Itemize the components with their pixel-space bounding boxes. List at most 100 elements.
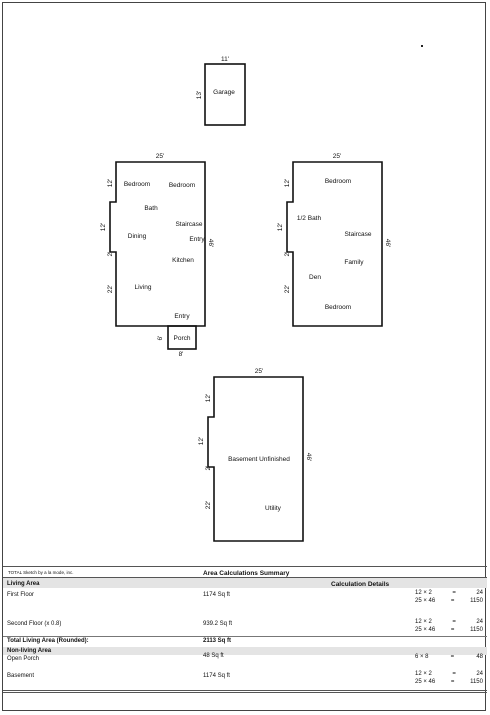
first-floor-left-dim-2: 12' <box>100 223 107 231</box>
row-area: 1174 Sq ft <box>203 673 230 679</box>
living-area-header-row: Living Area Calculation Details <box>3 578 487 588</box>
room-bath: Bath <box>144 205 158 212</box>
divider <box>3 636 487 637</box>
room-entry-2: Entry <box>174 313 190 320</box>
stray-mark <box>421 45 423 47</box>
calc-result: 1150 <box>470 627 483 633</box>
calc-expr: 6 × 8 <box>415 654 429 660</box>
second-floor-top-dim: 25' <box>333 153 341 160</box>
basement-outline <box>207 376 304 542</box>
row-calc: 12 × 2 = 24 25 × 46 = 1150 <box>415 618 483 634</box>
second-floor-outline <box>286 161 383 327</box>
calc-eq: = <box>452 671 456 677</box>
first-floor-right-dim: 46' <box>207 239 214 247</box>
room-bedroom-1: Bedroom <box>124 181 150 188</box>
calc-eq: = <box>450 598 455 604</box>
first-floor-outline <box>109 161 206 327</box>
second-floor-left-dim-3: 2' <box>284 252 291 257</box>
room-family: Family <box>344 259 364 266</box>
calc-expr: 12 × 2 <box>415 671 432 677</box>
table-row: Basement 1174 Sq ft 12 × 2 = 24 25 × 46 = 11… <box>3 668 487 688</box>
second-floor-left-dim-4: 22' <box>284 285 291 293</box>
porch-side-dim: 6' <box>157 336 164 341</box>
basement-left-dim-2: 12' <box>198 437 205 445</box>
first-floor-left-dim-1: 12' <box>107 179 114 187</box>
room-utility: Utility <box>265 505 282 512</box>
room-basement-unfinished: Basement Unfinished <box>228 456 290 463</box>
room-dining: Dining <box>128 233 147 240</box>
basement-plan: 25' 12' 12' 2' 22' 46' Basement Unfinish… <box>198 368 312 542</box>
porch-bottom-dim: 8' <box>179 351 184 358</box>
garage-outline <box>204 63 246 126</box>
calc-expr: 25 × 46 <box>415 627 436 633</box>
room-entry-1: Entry <box>189 236 205 243</box>
calc-eq: = <box>450 654 455 660</box>
first-floor-top-dim: 25' <box>156 153 164 160</box>
basement-left-dim-4: 22' <box>205 501 212 509</box>
room-bedroom-2: Bedroom <box>169 182 195 189</box>
porch-outline <box>167 325 197 350</box>
room-porch: Porch <box>174 335 191 342</box>
calc-eq: = <box>452 619 456 625</box>
row-label: First Floor <box>7 592 34 598</box>
total-row: Total Living Area (Rounded): 2113 Sq ft <box>3 637 487 646</box>
basement-right-dim: 46' <box>305 453 312 461</box>
calc-eq: = <box>450 679 455 685</box>
room-bedroom-4: Bedroom <box>325 304 351 311</box>
calc-result: 1150 <box>470 598 483 604</box>
second-floor-left-dim-1: 12' <box>284 179 291 187</box>
calc-result: 24 <box>476 671 483 677</box>
row-label: Second Floor (x 0.8) <box>7 621 62 627</box>
row-label: Basement <box>7 673 35 679</box>
software-note: TOTAL Sketch by a la mode, inc. <box>8 570 74 575</box>
row-area: 48 Sq ft <box>203 653 224 659</box>
bottom-bar <box>3 692 487 712</box>
table-row: First Floor 1174 Sq ft 12 × 2 = 24 25 × 46… <box>3 589 487 611</box>
calc-result: 48 <box>476 654 483 660</box>
room-kitchen: Kitchen <box>172 257 194 264</box>
basement-top-dim: 25' <box>255 368 263 375</box>
row-area: 1174 Sq ft <box>203 592 230 598</box>
calc-expr: 25 × 46 <box>415 679 436 685</box>
living-area-header: Living Area <box>7 581 40 587</box>
calc-result: 1150 <box>470 679 483 685</box>
calc-eq: = <box>452 590 456 596</box>
row-calc: 6 × 8 = 48 <box>415 653 483 661</box>
calc-expr: 12 × 2 <box>415 590 432 596</box>
summary-title-bar: TOTAL Sketch by a la mode, inc. Area Cal… <box>3 566 487 577</box>
room-garage: Garage <box>213 89 235 96</box>
garage-plan: 11' 13' Garage <box>196 56 246 126</box>
calc-eq: = <box>450 627 455 633</box>
first-floor-left-dim-4: 22' <box>107 285 114 293</box>
row-calc: 12 × 2 = 24 25 × 46 = 1150 <box>415 670 483 686</box>
row-area: 939.2 Sq ft <box>203 621 233 627</box>
room-living: Living <box>135 284 152 291</box>
total-label: Total Living Area (Rounded): <box>7 638 89 644</box>
room-half-bath: 1/2 Bath <box>297 215 322 222</box>
calc-expr: 12 × 2 <box>415 619 432 625</box>
area-calculations-table: Living Area Calculation Details First Fl… <box>3 577 487 691</box>
garage-width-dim: 11' <box>221 56 229 63</box>
row-calc: 12 × 2 = 24 25 × 46 = 1150 <box>415 589 483 605</box>
floor-plan-sketch: 11' 13' Garage 25' 12' 12' 2' 22' 46' Be… <box>100 56 391 542</box>
row-label: Open Porch <box>7 656 40 662</box>
calc-expr: 25 × 46 <box>415 598 436 604</box>
first-floor-left-dim-3: 2' <box>107 252 114 257</box>
garage-depth-dim: 13' <box>196 91 203 99</box>
second-floor-left-dim-2: 12' <box>277 223 284 231</box>
calc-result: 24 <box>476 590 483 596</box>
second-floor-plan: 25' 12' 12' 2' 22' 46' Bedroom 1/2 Bath … <box>277 153 391 327</box>
room-staircase: Staircase <box>175 221 202 228</box>
calc-details-header: Calculation Details <box>331 581 390 588</box>
room-den: Den <box>309 274 321 281</box>
non-living-header: Non-living Area <box>7 648 52 654</box>
calc-result: 24 <box>476 619 483 625</box>
summary-title: Area Calculations Summary <box>203 570 290 577</box>
basement-left-dim-1: 12' <box>205 394 212 402</box>
table-row: Second Floor (x 0.8) 939.2 Sq ft 12 × 2 =… <box>3 613 487 635</box>
room-staircase-2: Staircase <box>344 231 371 238</box>
total-value: 2113 Sq ft <box>203 638 232 644</box>
non-living-header-row: Non-living Area <box>3 647 487 655</box>
table-row: Open Porch 48 Sq ft 6 × 8 = 48 <box>3 653 487 665</box>
first-floor-plan: 25' 12' 12' 2' 22' 46' Bedroom Bedroom B… <box>100 153 214 358</box>
